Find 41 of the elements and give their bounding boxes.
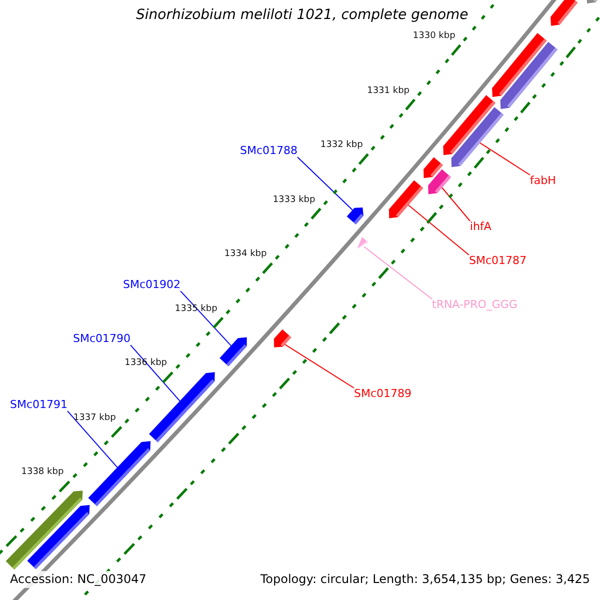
title: Sinorhizobium meliloti 1021, complete genome (136, 8, 468, 24)
tick-label: 1332 kbp (320, 141, 363, 151)
trna-marker (357, 236, 368, 249)
tick-label: 1334 kbp (224, 250, 267, 260)
gene-label: SMc01788 (240, 145, 298, 158)
gene-block (149, 372, 215, 442)
tick-label: 1336 kbp (124, 359, 167, 370)
leader-line (67, 410, 118, 468)
gene-block (220, 337, 247, 366)
leader-line (297, 156, 353, 210)
gene-label: ihfA (470, 221, 492, 234)
gene-block (428, 169, 451, 194)
tick-label: 1330 kbp (412, 32, 456, 42)
gene-label: fabH (530, 175, 556, 188)
gene-block (492, 33, 547, 97)
gene-block (388, 180, 424, 218)
gene-block (451, 107, 504, 168)
gene-label: SMc01902 (123, 279, 181, 292)
tick-label: 1335 kbp (174, 304, 218, 315)
tick-label: 1331 kbp (367, 86, 410, 96)
leader-line (130, 344, 180, 402)
leader-line (364, 246, 432, 300)
gene-label: SMc01790 (73, 333, 131, 346)
gene-label: SMc01787 (469, 255, 527, 268)
gene-block (274, 329, 292, 348)
gene-label: SMc01789 (354, 388, 412, 400)
tick-label: 1333 kbp (272, 196, 316, 206)
gene-block (88, 441, 151, 506)
leader-line (180, 290, 232, 346)
gene-label: SMc01791 (10, 399, 68, 412)
tick-label: 1337 kbp (73, 414, 116, 424)
leader-line (441, 187, 470, 222)
leader-line (408, 204, 470, 256)
leader-line (480, 142, 530, 176)
leader-line (284, 344, 354, 388)
tick-label: 1338 kbp (21, 468, 64, 478)
gene-block (346, 207, 364, 224)
gene-label: tRNA-PRO_GGG (432, 299, 518, 312)
gene-block (550, 0, 578, 26)
gene-block (586, 0, 600, 4)
gene-block (27, 504, 90, 570)
